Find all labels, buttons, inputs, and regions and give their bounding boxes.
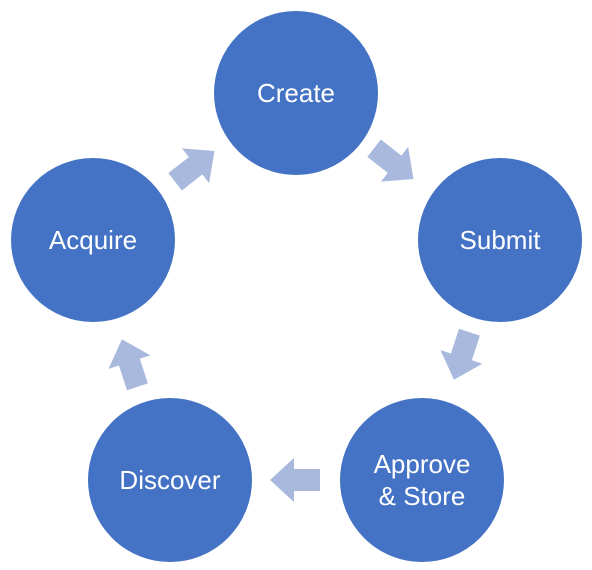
- node-submit: Submit: [416, 156, 584, 324]
- node-acquire: Acquire: [9, 156, 177, 324]
- node-label: Create: [257, 78, 335, 108]
- node-circle: [212, 9, 380, 177]
- node-label: Discover: [119, 465, 220, 495]
- node-create: Create: [212, 9, 380, 177]
- node-circle: [9, 156, 177, 324]
- node-circle: [86, 396, 254, 564]
- node-label: & Store: [379, 481, 466, 511]
- arrow-approve-store-to-discover: [270, 458, 320, 502]
- node-discover: Discover: [86, 396, 254, 564]
- arrow-create-to-submit: [367, 139, 414, 182]
- node-approve-store: Approve& Store: [338, 396, 506, 564]
- node-circle: [416, 156, 584, 324]
- node-label: Submit: [460, 225, 542, 255]
- node-circle: [338, 396, 506, 564]
- arrow-discover-to-acquire: [108, 339, 151, 391]
- node-label: Approve: [374, 449, 471, 479]
- node-label: Acquire: [49, 225, 137, 255]
- arrow-acquire-to-create: [168, 148, 215, 191]
- arrow-submit-to-approve-store: [440, 328, 483, 380]
